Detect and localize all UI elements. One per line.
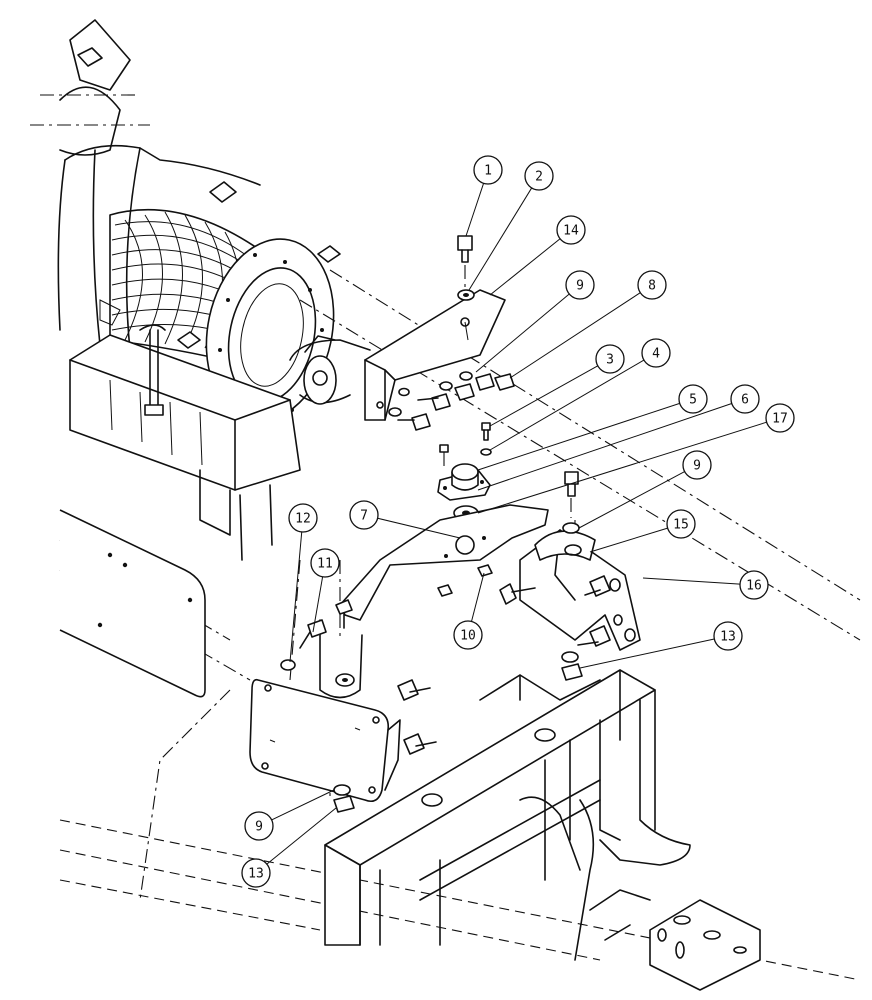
callout-leader bbox=[471, 572, 485, 622]
callout-circle bbox=[453, 620, 483, 650]
callout-circle bbox=[739, 570, 769, 600]
callout-circle bbox=[556, 215, 586, 245]
right-bracket-bolts bbox=[499, 471, 611, 681]
bolt-1 bbox=[457, 235, 473, 290]
callout-2: 2 bbox=[524, 161, 554, 191]
callout-number: 5 bbox=[689, 393, 697, 408]
callout-number: 4 bbox=[652, 347, 660, 362]
callout-3: 3 bbox=[595, 344, 625, 374]
callout-9: 9 bbox=[244, 811, 274, 841]
callout-number: 14 bbox=[563, 224, 579, 239]
isolator-stack bbox=[437, 422, 492, 501]
callout-circle bbox=[595, 344, 625, 374]
callout-4: 4 bbox=[641, 338, 671, 368]
callout-leader bbox=[589, 527, 668, 553]
callout-circle bbox=[241, 858, 271, 888]
callout-10: 10 bbox=[453, 620, 483, 650]
winch-assembly bbox=[30, 19, 371, 561]
callout-9: 9 bbox=[565, 270, 595, 300]
callout-leader bbox=[289, 531, 303, 663]
callout-circle bbox=[473, 155, 503, 185]
callout-number: 11 bbox=[317, 557, 333, 572]
callout-number: 16 bbox=[746, 579, 762, 594]
callout-number: 8 bbox=[648, 279, 656, 294]
callout-16: 16 bbox=[739, 570, 769, 600]
nut-10b bbox=[477, 564, 493, 577]
callout-circle bbox=[730, 384, 760, 414]
callout-14: 14 bbox=[556, 215, 586, 245]
callout-13: 13 bbox=[241, 858, 271, 888]
callout-circle bbox=[682, 450, 712, 480]
callout-1: 1 bbox=[473, 155, 503, 185]
callout-number: 9 bbox=[255, 820, 263, 835]
callout-leader bbox=[578, 471, 685, 529]
upper-bracket bbox=[364, 289, 506, 421]
callout-leader bbox=[509, 292, 641, 379]
callout-circle bbox=[288, 503, 318, 533]
callout-leader bbox=[271, 789, 335, 821]
callout-5: 5 bbox=[678, 384, 708, 414]
lower-bracket bbox=[319, 504, 549, 699]
callout-number: 6 bbox=[741, 393, 749, 408]
bracket-bolts bbox=[388, 371, 515, 431]
callout-7: 7 bbox=[349, 500, 379, 530]
callout-leader bbox=[579, 638, 715, 669]
callout-leader bbox=[468, 187, 533, 291]
callout-number: 1 bbox=[484, 164, 492, 179]
callout-circle bbox=[713, 621, 743, 651]
callout-number: 9 bbox=[693, 459, 701, 474]
callout-number: 17 bbox=[772, 412, 788, 427]
callout-leader bbox=[266, 807, 337, 865]
nut-10a bbox=[437, 584, 453, 597]
left-mounting-plate bbox=[59, 509, 206, 698]
callout-circle bbox=[666, 509, 696, 539]
callout-11: 11 bbox=[310, 548, 340, 578]
callout-number: 13 bbox=[720, 630, 736, 645]
callout-17: 17 bbox=[765, 403, 795, 433]
callout-number: 15 bbox=[673, 518, 689, 533]
callout-circle bbox=[765, 403, 795, 433]
gearbox bbox=[69, 324, 301, 491]
vehicle-frame bbox=[324, 669, 761, 991]
callout-12: 12 bbox=[288, 503, 318, 533]
callout-circle bbox=[244, 811, 274, 841]
callout-6: 6 bbox=[730, 384, 760, 414]
callout-number: 3 bbox=[606, 353, 614, 368]
plate-hardware bbox=[280, 619, 437, 813]
callout-number: 7 bbox=[360, 509, 368, 524]
callout-circle bbox=[310, 548, 340, 578]
callout-leader bbox=[477, 402, 680, 471]
callout-number: 12 bbox=[295, 512, 311, 527]
callout-9: 9 bbox=[682, 450, 712, 480]
right-bracket bbox=[519, 529, 641, 651]
callout-number: 2 bbox=[535, 170, 543, 185]
callout-leader bbox=[642, 577, 741, 585]
callout-leader bbox=[377, 517, 461, 539]
bottom-mounting-plate bbox=[249, 678, 401, 803]
callout-circle bbox=[678, 384, 708, 414]
callout-leader bbox=[465, 183, 485, 237]
callout-13: 13 bbox=[713, 621, 743, 651]
callout-leader bbox=[489, 238, 561, 296]
callout-circle bbox=[637, 270, 667, 300]
callout-leader bbox=[477, 421, 767, 514]
callout-leader bbox=[489, 359, 645, 451]
callout-number: 13 bbox=[248, 867, 264, 882]
callout-number: 10 bbox=[460, 629, 476, 644]
callout-circle bbox=[524, 161, 554, 191]
callout-leader bbox=[489, 365, 599, 427]
callout-circle bbox=[641, 338, 671, 368]
callout-15: 15 bbox=[666, 509, 696, 539]
callout-8: 8 bbox=[637, 270, 667, 300]
callout-leader bbox=[477, 403, 732, 491]
callout-leader bbox=[312, 576, 324, 633]
callout-circle bbox=[565, 270, 595, 300]
callout-number: 9 bbox=[576, 279, 584, 294]
callout-leader bbox=[475, 293, 570, 373]
callout-circle bbox=[349, 500, 379, 530]
